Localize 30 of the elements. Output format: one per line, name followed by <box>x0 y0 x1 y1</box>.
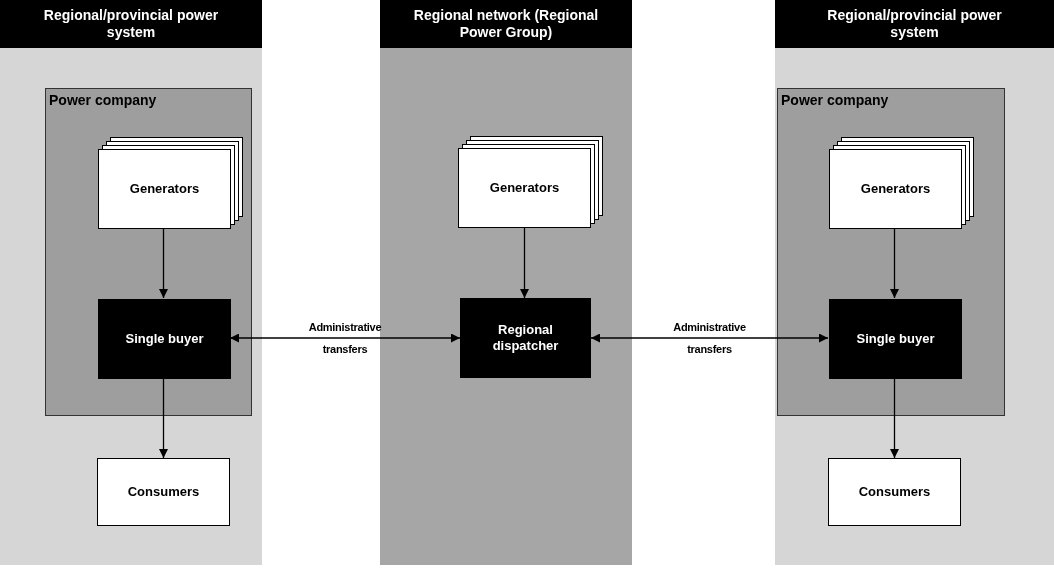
column-heading: Regional network (Regional Power Group) <box>380 0 632 48</box>
arrow <box>520 227 529 299</box>
column-panel <box>775 0 1054 565</box>
box-text: Generators <box>129 180 200 199</box>
stacked-cards <box>829 137 975 229</box>
process-box: Consumers <box>97 458 230 526</box>
box-text: Generators <box>860 180 931 199</box>
stacked-cards <box>458 136 604 228</box>
arrow <box>159 227 168 299</box>
edge-label: Administrative transfers <box>307 320 383 357</box>
edge-label: Administrative transfers <box>672 320 747 357</box>
group-label: Power company <box>781 91 889 110</box>
arrow <box>890 377 899 459</box>
arrow <box>229 333 461 343</box>
arrow <box>159 377 168 459</box>
process-box: Single buyer <box>829 299 962 379</box>
column-heading: Regional/provincial power system <box>775 0 1054 48</box>
process-box: Single buyer <box>98 299 231 379</box>
column-panel <box>0 0 262 565</box>
process-box: Consumers <box>828 458 961 526</box>
stacked-cards <box>98 137 244 229</box>
group-label: Power company <box>49 91 157 110</box>
column-panel <box>380 0 632 565</box>
arrow <box>890 227 899 299</box>
group-box <box>777 88 1005 416</box>
process-box: Regional dispatcher <box>460 298 591 378</box>
arrow <box>590 333 829 343</box>
box-text: Generators <box>489 179 560 198</box>
column-heading: Regional/provincial power system <box>0 0 262 48</box>
group-box <box>45 88 252 416</box>
